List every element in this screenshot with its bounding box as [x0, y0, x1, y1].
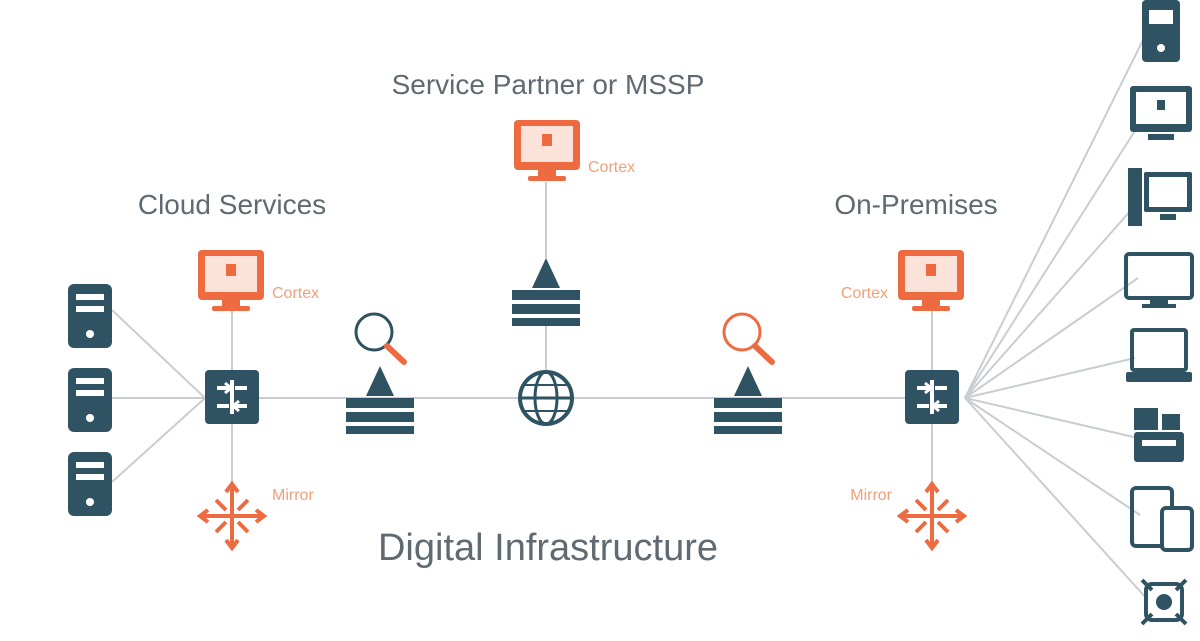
- connection-lines: [111, 29, 1149, 601]
- device-desktop-tower-icon: [1142, 0, 1180, 62]
- magnifier-right-icon: [722, 312, 775, 365]
- globe-icon: [518, 370, 574, 426]
- device-monitor-icon: [1130, 86, 1192, 140]
- label-cortex-top: Cortex: [588, 159, 635, 176]
- label-mirror-right: Mirror: [850, 487, 892, 504]
- label-on-premises: On-Premises: [834, 189, 997, 220]
- label-service-partner: Service Partner or MSSP: [392, 69, 705, 100]
- cortex-monitor-left-icon: [198, 250, 264, 311]
- mirror-right-icon: [896, 480, 968, 552]
- hub-right-icon: [905, 370, 959, 424]
- server-1-icon: [68, 284, 112, 348]
- firewall-left-icon: [346, 366, 414, 434]
- device-laptop-icon: [1126, 328, 1192, 382]
- server-3-icon: [68, 452, 112, 516]
- label-cortex-right: Cortex: [841, 285, 888, 302]
- device-phone-printer-icon: [1134, 408, 1184, 462]
- link-server-1-hub: [111, 309, 206, 399]
- cortex-monitor-right-icon: [898, 250, 964, 311]
- device-display-icon: [1124, 252, 1194, 308]
- magnifier-left-icon: [354, 312, 407, 365]
- label-cortex-left: Cortex: [272, 285, 319, 302]
- label-cloud-services: Cloud Services: [138, 189, 326, 220]
- device-tablet-phone-icon: [1130, 486, 1194, 552]
- firewall-top-icon: [512, 258, 580, 326]
- device-iot-chip-icon: [1140, 578, 1188, 626]
- label-digital-infrastructure: Digital Infrastructure: [378, 527, 718, 569]
- hub-left-icon: [205, 370, 259, 424]
- mirror-left-icon: [196, 480, 268, 552]
- label-mirror-left: Mirror: [272, 487, 314, 504]
- device-fan-lines: [964, 29, 1149, 601]
- server-2-icon: [68, 368, 112, 432]
- cortex-monitor-top-icon: [514, 120, 580, 181]
- link-server-3-hub: [111, 397, 206, 483]
- device-pc-monitor-icon: [1128, 168, 1192, 226]
- firewall-right-icon: [714, 366, 782, 434]
